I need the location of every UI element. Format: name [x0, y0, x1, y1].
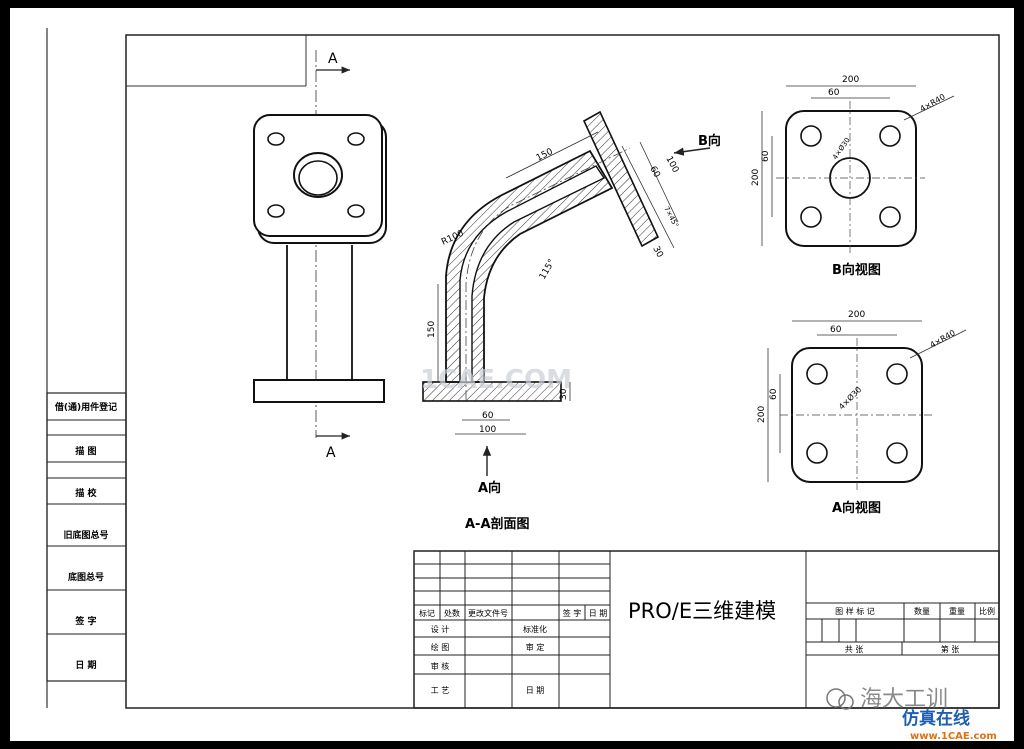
left-label: 日 期	[75, 659, 96, 671]
bolt-hole	[886, 363, 908, 385]
left-label: 旧底图总号	[63, 529, 108, 541]
dim-label: 60	[828, 88, 840, 98]
bolt-hole	[800, 125, 822, 147]
section-centerline	[465, 147, 631, 400]
sheet-total: 共 张	[845, 645, 864, 654]
drawing-title: PRO/E三维建模	[628, 599, 776, 623]
rev-header: 处数	[444, 608, 460, 618]
bolt-hole	[806, 442, 828, 464]
bolt-hole	[886, 442, 908, 464]
dim-line	[505, 131, 599, 179]
dim-label: 30	[559, 388, 569, 400]
dim-label: 60	[482, 411, 494, 421]
view-label-a: A向	[478, 480, 501, 496]
rev-header: 标记	[419, 608, 435, 618]
block-label: 工 艺	[431, 686, 450, 695]
wechat-icon	[826, 688, 846, 708]
dim-label: 200	[751, 169, 761, 186]
title-block: 标记 处数 更改文件号 签 字 日 期 设 计 标准化 绘 图 审 定 审 核 …	[413, 550, 1000, 709]
wechat-account: 海大工训	[860, 687, 948, 712]
bolt-hole	[800, 206, 822, 228]
dim-label: 60	[761, 150, 771, 162]
section-base-flange	[422, 381, 562, 402]
dim-label: 60	[830, 325, 842, 335]
left-info-column: 借(通)用件登记 描 图 描 校 旧底图总号 底图总号 签 字 日 期	[46, 392, 127, 682]
left-label: 签 字	[74, 615, 96, 627]
rev-header: 签 字	[563, 608, 582, 618]
corner-brand: 仿真在线	[902, 708, 970, 729]
left-label: 描 校	[75, 487, 97, 499]
block-label: 设 计	[431, 624, 450, 634]
bolt-hole	[806, 363, 828, 385]
rev-header: 更改文件号	[468, 608, 508, 618]
drawing-sheet: 借(通)用件登记 描 图 描 校 旧底图总号 底图总号 签 字 日 期 A A	[10, 8, 1014, 741]
left-label: 底图总号	[68, 571, 104, 583]
dim-label: 200	[848, 310, 865, 320]
corner-url: www.1CAE.com	[910, 731, 997, 741]
dim-label: 4×R40	[929, 328, 957, 350]
bolt-hole	[267, 204, 285, 218]
corner-watermark: 仿真在线 www.1CAE.com	[902, 708, 997, 741]
block-label: 日 期	[526, 686, 545, 695]
dim-label: 200	[842, 75, 859, 85]
b-view-caption: B向视图	[832, 262, 881, 278]
dim-label: 150	[535, 147, 555, 164]
rev-header: 日 期	[589, 609, 608, 618]
section-top-flange	[582, 110, 660, 248]
dim-label: 100	[479, 425, 496, 435]
dim-label: 200	[757, 406, 767, 423]
section-marker-top: A	[328, 51, 338, 67]
engineering-drawing: 借(通)用件登记 描 图 描 校 旧底图总号 底图总号 签 字 日 期 A A	[46, 28, 1000, 741]
bolt-hole	[879, 125, 901, 147]
section-view: 150 R100 115° 100 60 7×45° 30 150 60 100…	[422, 110, 721, 532]
dim-label: 60	[769, 388, 779, 400]
section-marker-bottom: A	[326, 445, 336, 461]
front-view: A A	[253, 50, 387, 461]
dim-line	[639, 141, 679, 223]
dim-label: 7×45°	[662, 205, 680, 229]
view-arrow-b	[673, 147, 711, 156]
dim-label: 115°	[538, 258, 558, 282]
block-label: 重量	[949, 606, 965, 616]
pipe-bore-inner	[298, 160, 338, 196]
block-label: 绘 图	[431, 642, 450, 652]
block-label: 标准化	[523, 624, 547, 634]
leader-line	[903, 95, 955, 121]
dim-label: 150	[427, 321, 437, 338]
a-view-caption: A向视图	[832, 500, 881, 516]
block-label: 数量	[914, 606, 930, 616]
block-label: 审 核	[431, 661, 450, 671]
wechat-watermark: 海大工训	[826, 687, 948, 712]
bolt-hole	[879, 206, 901, 228]
bolt-hole	[347, 204, 365, 218]
left-label: 描 图	[75, 445, 96, 457]
block-label: 比例	[979, 606, 995, 616]
section-pipe-bore	[459, 165, 606, 383]
dim-line	[621, 145, 675, 249]
dim-label: 100	[663, 155, 680, 175]
block-label: 图 样 标 记	[835, 606, 875, 616]
a-view: 200 60 200 60 4×R40 4×Ø30 A向视图	[757, 310, 967, 516]
dim-label: 60	[647, 165, 661, 180]
section-caption: A-A剖面图	[465, 516, 530, 532]
left-label: 借(通)用件登记	[54, 401, 117, 413]
base-flange	[253, 379, 385, 403]
view-label-b: B向	[698, 133, 721, 149]
bolt-hole	[347, 132, 365, 146]
section-pipe-wall	[445, 149, 614, 383]
dim-label: 30	[650, 245, 664, 260]
b-view: 200 60 200 60 4×R40 4×Ø30 B向视图	[751, 75, 955, 278]
sheet-number: 第 张	[941, 644, 960, 654]
leader-line	[909, 329, 967, 359]
block-label: 审 定	[526, 642, 545, 652]
wechat-icon-bubble	[838, 694, 854, 710]
dim-label: 4×R40	[919, 92, 947, 114]
watermark-center: 1CAE.COM	[420, 365, 572, 395]
bolt-hole	[267, 132, 285, 146]
